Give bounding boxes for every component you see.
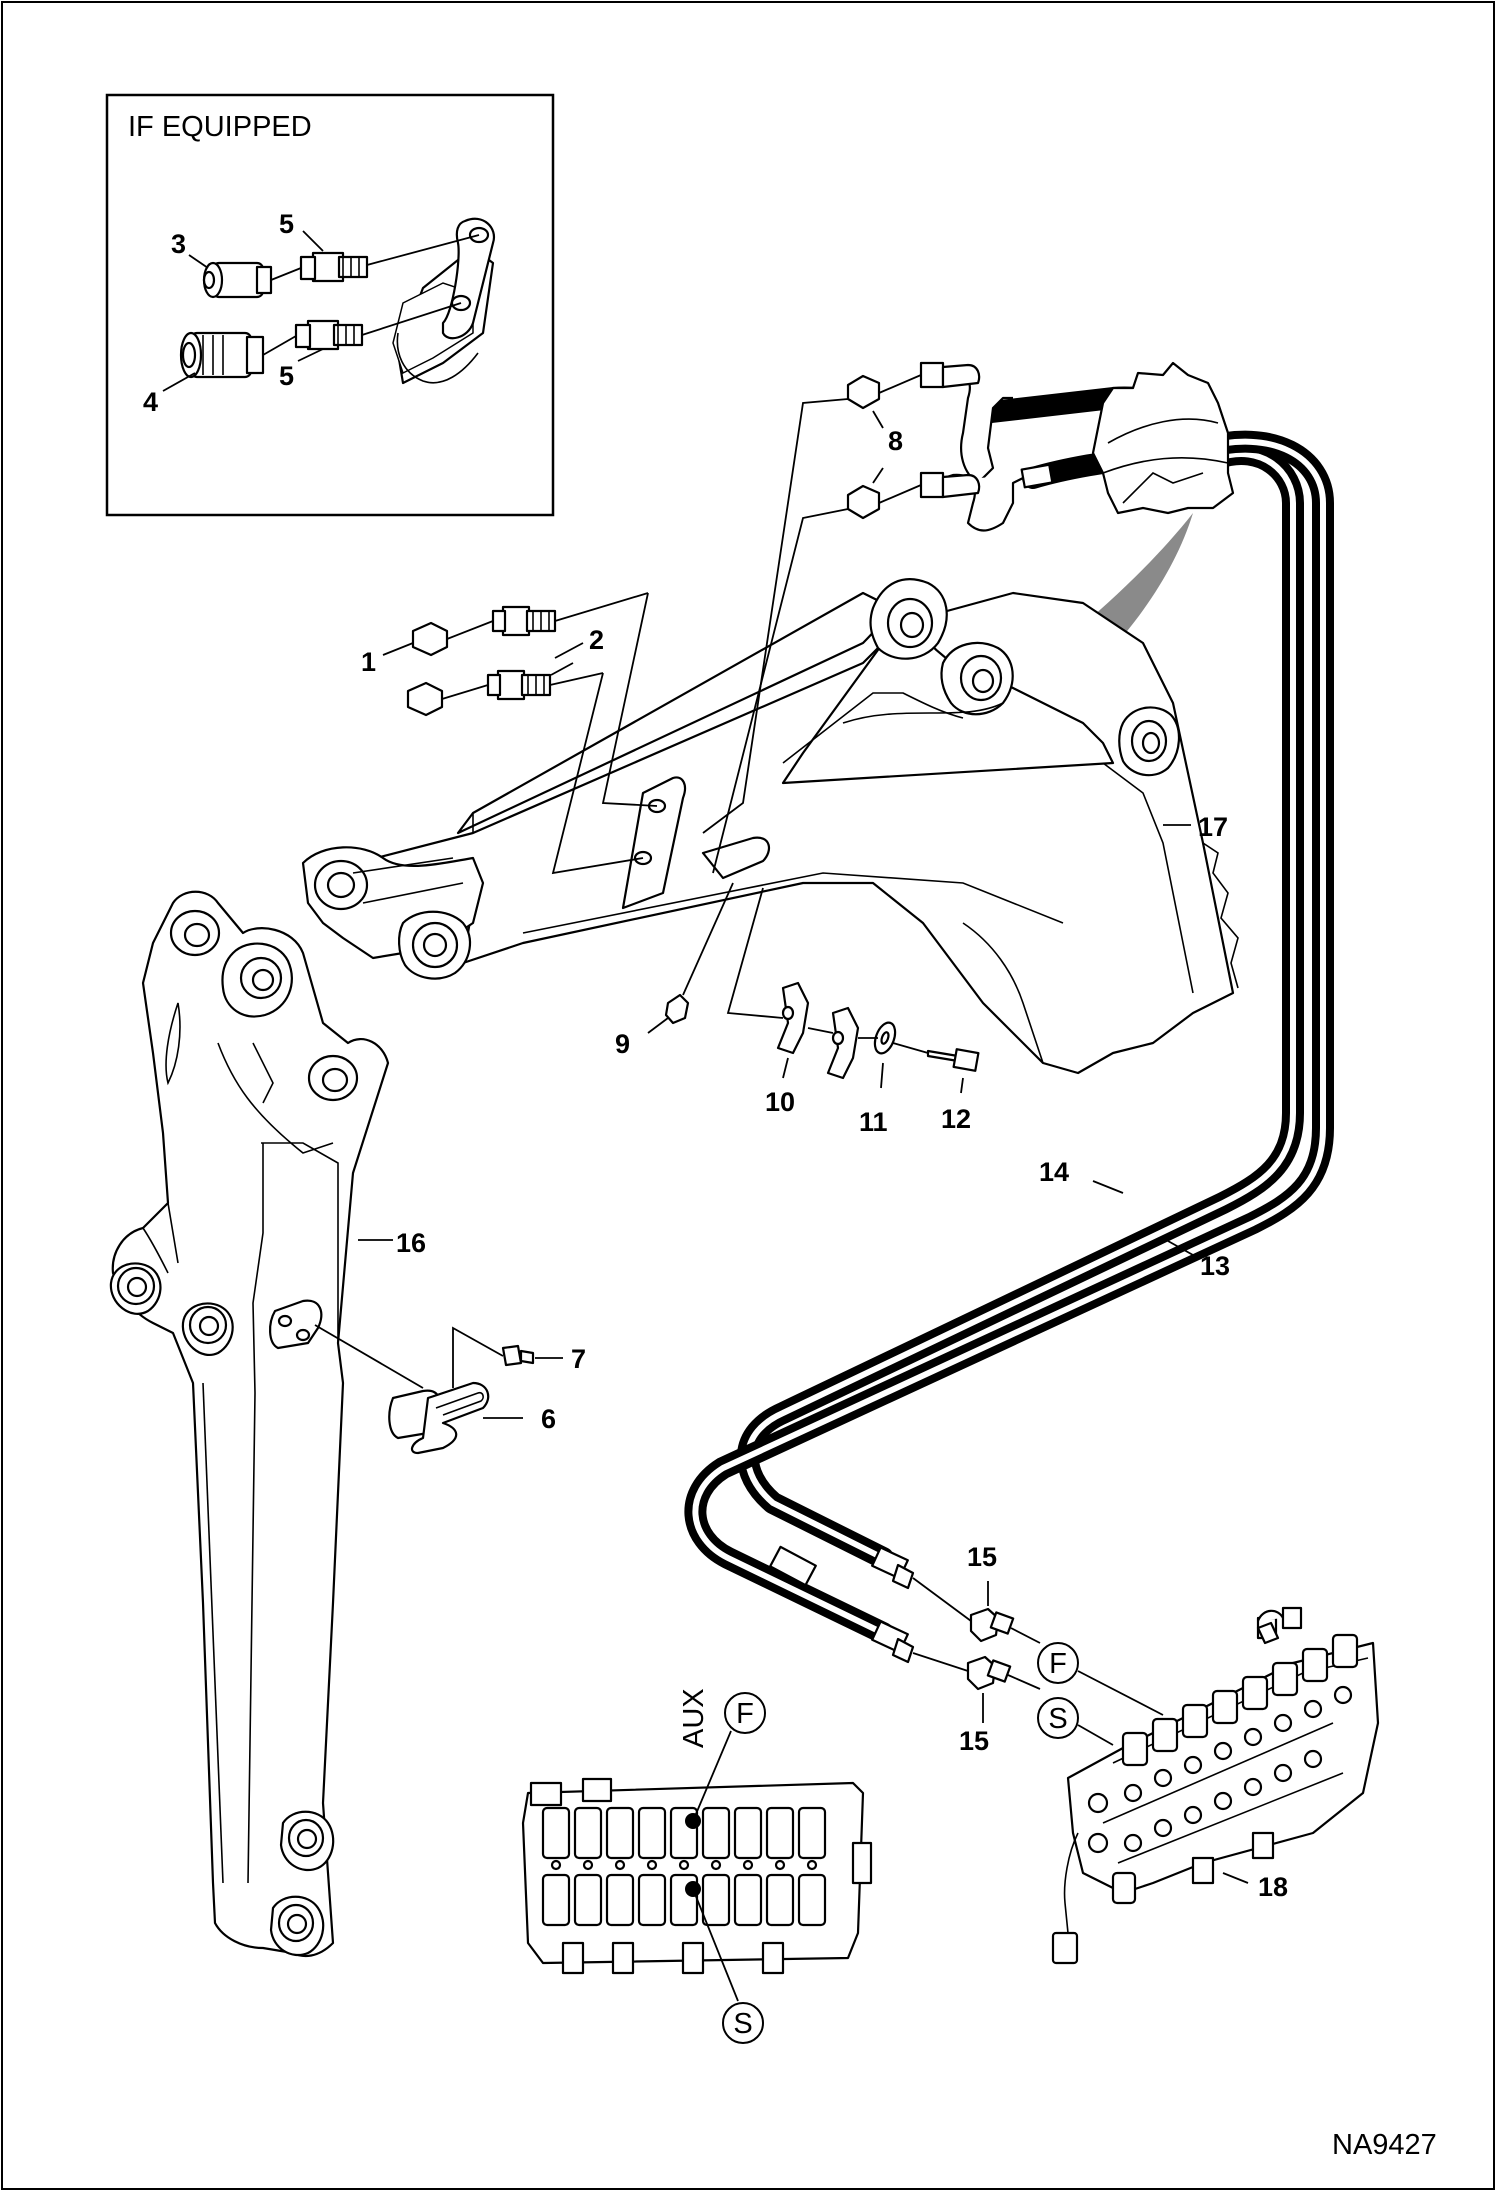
callout-4: 4 <box>143 387 158 417</box>
detail-port-f-circle <box>724 1692 766 1734</box>
callout-9: 9 <box>615 1029 630 1059</box>
valve-detail-front: F S AUX <box>521 1688 873 2044</box>
control-valve-18: 18 <box>1051 1606 1380 1965</box>
drawing-id: NA9427 <box>1332 2129 1437 2161</box>
callout-2: 2 <box>589 625 604 655</box>
callout-11: 11 <box>859 1107 888 1137</box>
callout-7: 7 <box>571 1344 586 1374</box>
callout-15-upper: 15 <box>967 1542 997 1572</box>
part-3-coupler <box>202 261 273 299</box>
port-f-circle <box>1037 1642 1079 1684</box>
port-s-label: S <box>1048 1703 1067 1735</box>
callout-15-lower: 15 <box>959 1726 989 1756</box>
detail-port-f-label: F <box>736 1698 754 1730</box>
parts-9-12-clamp: 9 10 11 12 <box>615 882 980 1137</box>
callout-18: 18 <box>1258 1872 1288 1902</box>
port-f-label: F <box>1049 1648 1067 1680</box>
callout-13: 13 <box>1200 1251 1230 1281</box>
detail-port-s-circle <box>722 2002 764 2044</box>
hoses-13-14: 14 13 <box>684 386 1334 1664</box>
callout-10: 10 <box>765 1087 795 1117</box>
parts-diagram: IF EQUIPPED <box>105 93 1437 2161</box>
callout-5-upper: 5 <box>279 209 294 239</box>
callout-17: 17 <box>1198 812 1228 842</box>
callout-6: 6 <box>541 1404 556 1434</box>
callout-3: 3 <box>171 229 186 259</box>
fittings-15-ports: 15 15 F S <box>912 1542 1164 1756</box>
parts-6-7-guard: 7 6 <box>269 1299 586 1455</box>
part-5-fitting-upper <box>299 251 369 283</box>
inset-title: IF EQUIPPED <box>128 111 312 143</box>
boom-assembly: 17 <box>301 513 1239 1075</box>
callout-16: 16 <box>396 1228 426 1258</box>
callout-1: 1 <box>361 647 376 677</box>
inset-if-equipped: IF EQUIPPED <box>105 93 555 517</box>
valve-connector <box>1051 1931 1079 1965</box>
port-s-circle <box>1037 1697 1079 1739</box>
callout-8: 8 <box>888 426 903 456</box>
callout-14: 14 <box>1039 1157 1069 1187</box>
parts-1-2-fittings: 1 2 <box>361 592 658 875</box>
callout-5-lower: 5 <box>279 361 294 391</box>
detail-port-s-label: S <box>733 2008 752 2040</box>
part-4-coupler <box>179 331 265 379</box>
aux-label: AUX <box>678 1688 710 1748</box>
part-5-fitting-lower <box>294 319 364 351</box>
callout-12: 12 <box>941 1104 971 1134</box>
arm-assembly: 16 <box>109 890 426 1958</box>
upper-tubes-part-8: 8 <box>702 361 1235 874</box>
